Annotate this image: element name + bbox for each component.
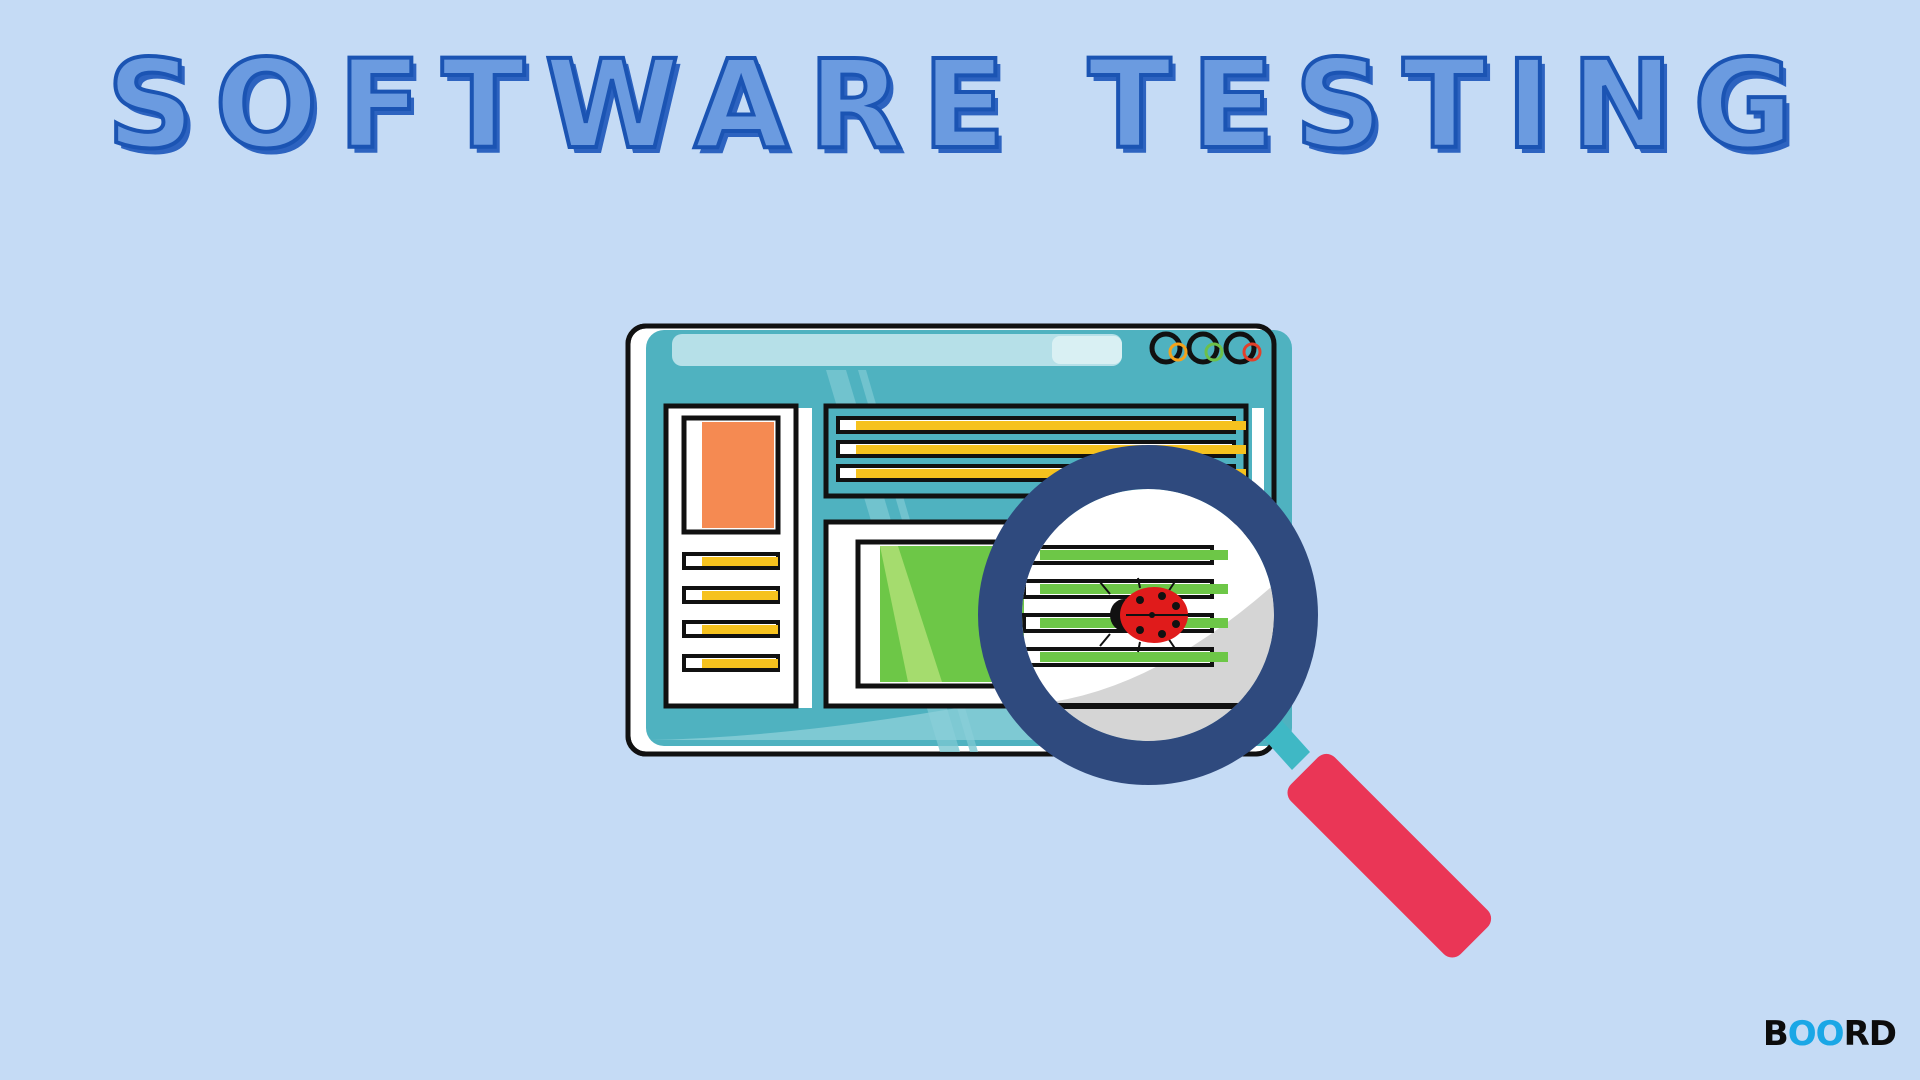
magnifying-glass-icon: [978, 445, 1492, 958]
logo-text-right: RD: [1843, 1014, 1897, 1054]
board-logo: B OO RD: [1762, 1014, 1897, 1054]
sidebar-lines: [682, 552, 780, 672]
ladybug-icon: [1099, 577, 1188, 653]
page-title: SOFTWARE TESTING: [105, 34, 1814, 176]
logo-text-left: B: [1762, 1014, 1789, 1054]
logo-mark: OO: [1787, 1014, 1845, 1054]
